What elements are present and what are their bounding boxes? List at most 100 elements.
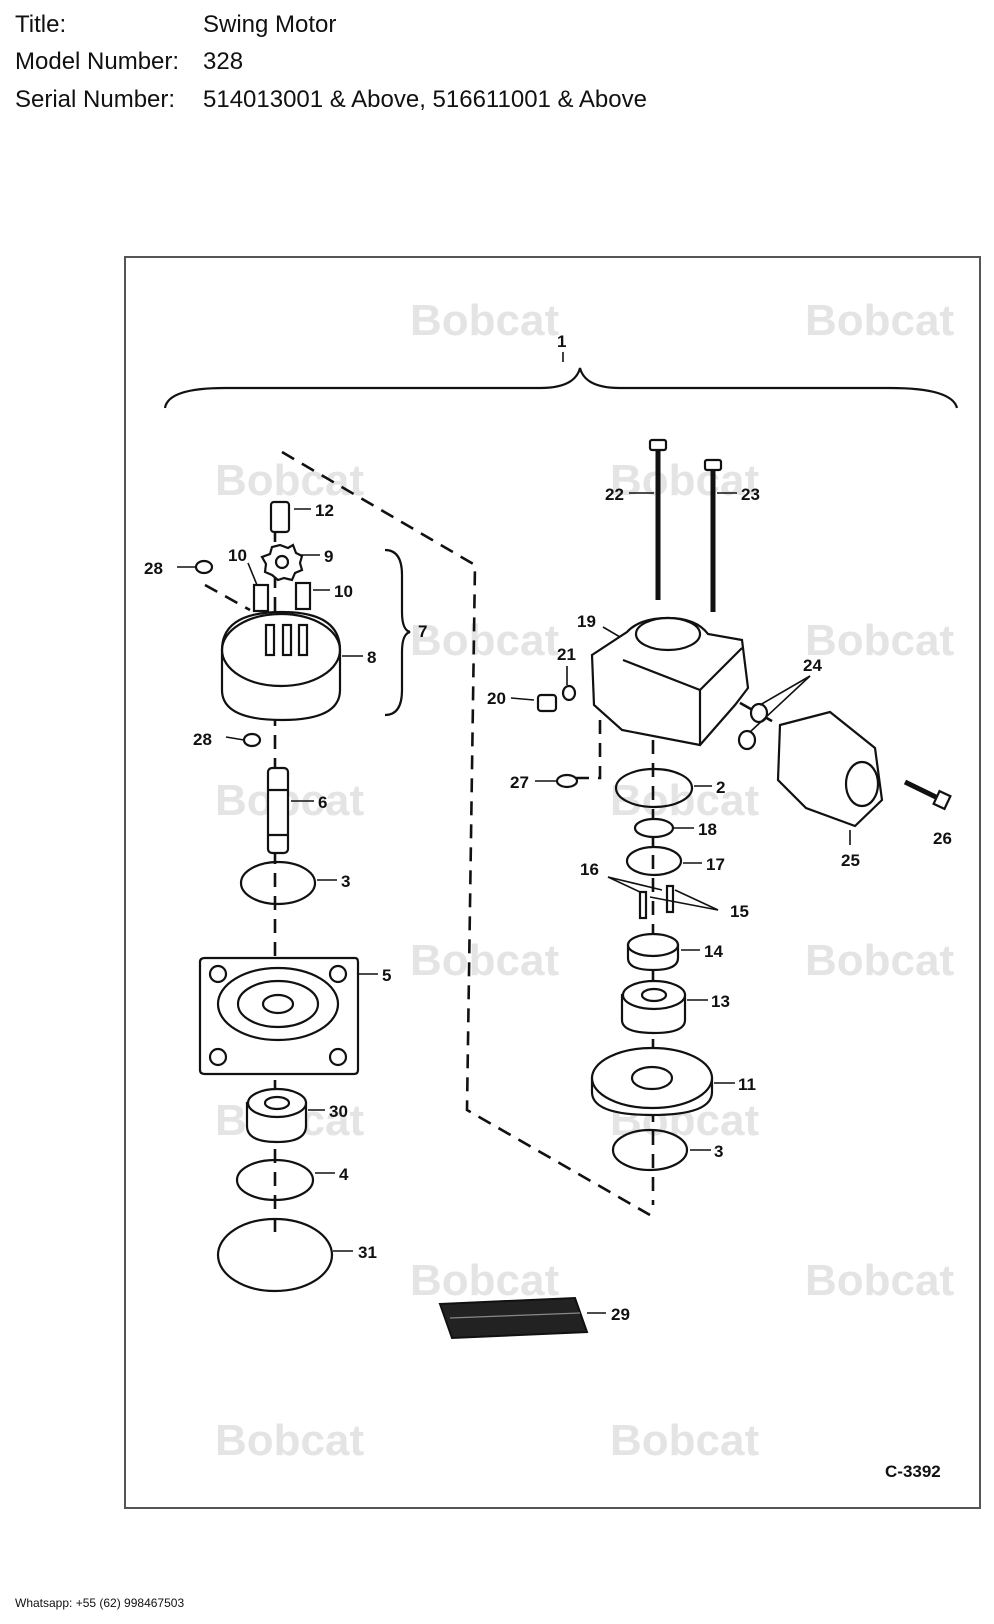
drawing-code: C-3392 [885,1462,941,1481]
callout-21: 21 [557,645,576,664]
callout-25: 25 [841,851,860,870]
part-24-oring [737,729,757,751]
callout-8: 8 [367,648,376,667]
part-10-pin-left [252,583,270,613]
part-19-edge [699,647,743,691]
part-13-spool-bore [640,987,668,1003]
watermark: Bobcat [215,1416,364,1465]
watermark: Bobcat [805,1256,954,1305]
part-13-spool-face [621,979,687,1011]
callout-1: 1 [557,332,566,351]
watermark: Bobcat [805,936,954,985]
diagram-frame [124,256,981,1509]
part-3-oring [611,1128,689,1172]
part-29-label-plate [438,1296,589,1340]
title-value: Swing Motor [203,11,337,38]
watermark: Bobcat [805,616,954,665]
part-30-bearing-face [246,1087,308,1119]
part-8-slot [281,623,293,657]
title-key: Title: [15,11,67,38]
watermark: Bobcat [410,936,559,985]
part-15-spring [665,884,675,914]
part-9-gear-hub [274,554,290,570]
callout-7: 7 [418,622,427,641]
callout-19: 19 [577,612,596,631]
part-31-large-oring [216,1217,334,1293]
part-12-cap [269,500,291,534]
watermark: Bobcat [610,456,759,505]
callout-29: 29 [611,1305,630,1324]
callout-10: 10 [334,582,353,601]
part-5-bolt-hole [328,1047,348,1067]
part-5-bolt-hole [208,1047,228,1067]
part-15-spring [638,890,648,920]
part-27-fitting [555,773,579,789]
part-14-bearing-face [626,932,680,958]
callout-labels: 1 2 3 3 4 5 6 7 8 9 10 10 11 12 13 14 15… [144,332,952,1324]
model-value: 328 [203,48,244,75]
callout-30: 30 [329,1102,348,1121]
callout-4: 4 [339,1165,349,1184]
part-20-plug [536,693,558,713]
watermark: Bobcat [410,296,559,345]
part-25-manifold-port [844,760,880,808]
part-2-oring [614,767,694,809]
watermark: Bobcat [215,456,364,505]
part-28-washer-top [194,559,214,575]
callout-5: 5 [382,966,391,985]
leader-lines [177,352,851,1314]
fitting-axis [572,720,602,780]
callout-13: 13 [711,992,730,1011]
subassembly-bracket [384,548,411,717]
callout-24: 24 [803,656,822,675]
callout-22: 22 [605,485,624,504]
assembly-brace [163,367,959,409]
part-28-washer-bottom [242,732,262,748]
part-17-ring [625,845,683,877]
footer-contact: Whatsapp: +55 (62) 998467503 [15,1596,185,1610]
part-6-shaft [266,766,290,855]
part-5-flange-ring [236,979,320,1029]
part-18-seal [633,817,675,839]
part-25-manifold [776,710,884,828]
part-3-oring [239,860,317,906]
part-8-housing-top [220,612,342,688]
part-5-flange-boss [216,966,340,1042]
callout-6: 6 [318,793,327,812]
part-11-base-bore [630,1065,674,1091]
part-24-oring [749,702,769,724]
callout-26: 26 [933,829,952,848]
watermark: Bobcat [410,616,559,665]
callout-27: 27 [510,773,529,792]
part-29-label-line [449,1312,581,1319]
part-22-bolt-head [648,438,668,452]
dashed-group-outline [281,450,651,1217]
part-5-flange-bore [261,993,295,1015]
part-30-bearing-bore [263,1095,291,1111]
callout-14: 14 [704,942,723,961]
callout-3: 3 [341,872,350,891]
part-11-base-face [590,1046,714,1110]
callout-17: 17 [706,855,725,874]
watermark: Bobcat [610,1416,759,1465]
watermark: Bobcat [410,1256,559,1305]
serial-value: 514013001 & Above, 516611001 & Above [203,86,647,113]
callout-28: 28 [193,730,212,749]
part-19-valve-bore [634,616,702,652]
callout-12: 12 [315,501,334,520]
model-key: Model Number: [15,48,180,75]
callout-9: 9 [324,547,333,566]
callout-23: 23 [741,485,760,504]
part-26-bolt-head [932,789,952,811]
callout-10: 10 [228,546,247,565]
part-8-housing [220,610,342,722]
part-19-edge [622,658,701,692]
callout-20: 20 [487,689,506,708]
callout-18: 18 [698,820,717,839]
watermark: Bobcat [215,776,364,825]
left-oring-axis [204,583,251,612]
part-5-bolt-hole [208,964,228,984]
callout-15: 15 [730,902,749,921]
part-10-pin-right [294,581,312,611]
